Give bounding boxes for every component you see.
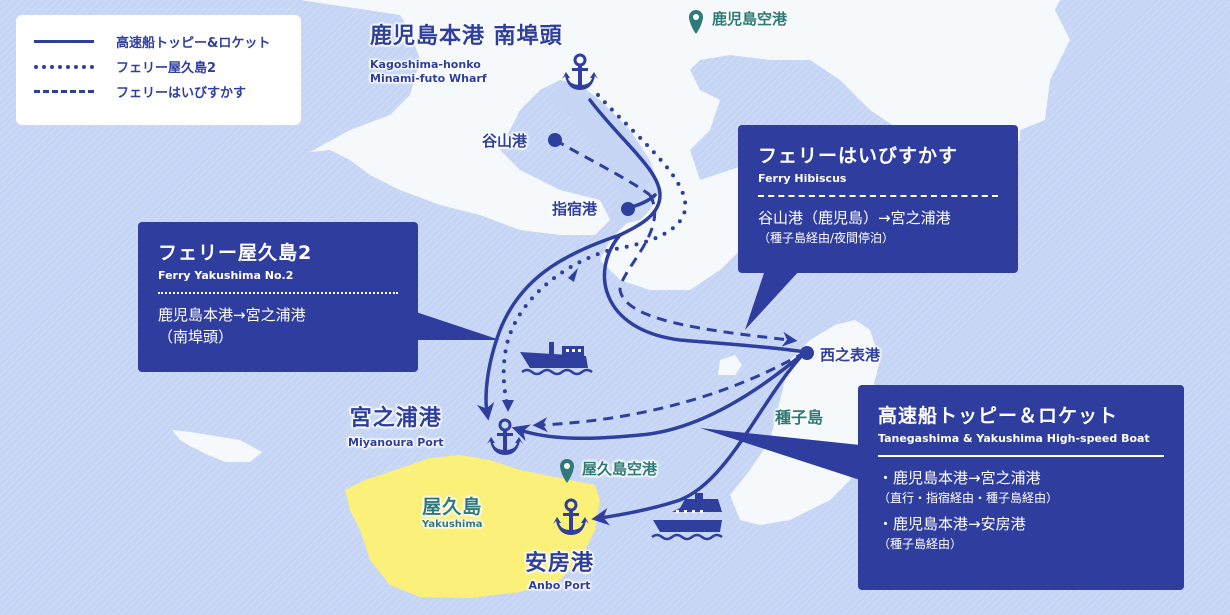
legend-item-highspeed: 高速船トッピー&ロケット	[34, 29, 301, 54]
legend-label: フェリーはいびすかす	[116, 86, 247, 101]
legend-label: 高速船トッピー&ロケット	[116, 36, 271, 51]
legend: 高速船トッピー&ロケット フェリー屋久島2 フェリーはいびすかす	[16, 15, 301, 125]
info-subtitle: Ferry Hibiscus	[758, 172, 847, 185]
info-box-ferry-hibiscus: フェリーはいびすかす Ferry Hibiscus 谷山港（鹿児島）→宮之浦港 …	[738, 125, 1018, 273]
port-name-en: Anbo Port	[528, 579, 591, 592]
port-name: 安房港	[525, 551, 595, 576]
anchor-kagoshima	[562, 53, 598, 90]
port-label-nishinoomote: 西之表港	[820, 346, 881, 364]
island-label-tanegashima: 種子島	[775, 408, 824, 427]
yakushima2-box-pointer	[410, 310, 500, 340]
port-name: 鹿児島本港 南埠頭	[370, 24, 563, 49]
port-name: 宮之浦港	[349, 406, 442, 431]
hibiscus-box-pointer	[745, 270, 800, 330]
solid-line-icon	[34, 40, 94, 43]
cruise-ship-icon	[651, 493, 723, 541]
route-ferry-hibiscus-main	[618, 194, 798, 347]
port-label-taniyama: 谷山港	[482, 132, 528, 150]
info-subtitle: Ferry Yakushima No.2	[158, 269, 294, 282]
route-highspeed-nishinoomote-anbo	[591, 350, 807, 526]
airport-pin-kagoshima	[689, 10, 703, 34]
dashed-line-icon	[34, 90, 94, 93]
dotted-line-icon	[34, 64, 94, 69]
port-name-en: Minami-futo Wharf	[370, 72, 487, 85]
ibusuki-dot	[621, 202, 635, 216]
solid-separator	[878, 455, 1164, 457]
port-label-ibusuki: 指宿港	[552, 200, 598, 218]
legend-label: フェリー屋久島2	[116, 61, 217, 76]
mageshima-land	[718, 355, 742, 375]
info-route: ・鹿児島本港→宮之浦港	[878, 469, 1041, 487]
kyushu-land	[300, 0, 1070, 290]
airport-label-yakushima: 屋久島空港	[582, 460, 658, 478]
info-box-highspeed: 高速船トッピー＆ロケット Tanegashima & Yakushima Hig…	[858, 385, 1184, 590]
kinko-bay	[550, 80, 660, 225]
route-ferry-hibiscus-taniyama	[554, 138, 651, 197]
ferry-yakushima2-arrow-end	[502, 400, 514, 412]
anchor-miyanoura	[487, 418, 523, 455]
info-title: 高速船トッピー＆ロケット	[878, 405, 1119, 427]
port-label-kagoshima: 鹿児島本港 南埠頭 Kagoshima-honko Minami-futo Wh…	[370, 18, 563, 86]
info-subtitle: Tanegashima & Yakushima High-speed Boat	[878, 432, 1150, 445]
island-name: 屋久島	[422, 496, 483, 518]
route-highspeed-nishinoomote-miyanoura	[511, 350, 807, 442]
route-ferry-yakushima2	[501, 93, 688, 410]
ferry-ship-icon	[520, 342, 593, 376]
info-box-ferry-yakushima2: フェリー屋久島2 Ferry Yakushima No.2 鹿児島本港→宮之浦港…	[138, 222, 418, 372]
kuchinoerabujima-land	[172, 430, 262, 462]
info-title: フェリー屋久島2	[158, 242, 313, 264]
port-label-miyanoura: 宮之浦港 Miyanoura Port	[348, 400, 444, 450]
info-note: （直行・指宿経由・種子島経由）	[878, 491, 1059, 505]
yakushima-land	[345, 455, 600, 598]
airport-pin-yakushima	[560, 459, 574, 483]
info-note: （種子島経由）	[878, 537, 963, 551]
port-name-en: Kagoshima-honko	[370, 58, 481, 71]
info-route: 鹿児島本港→宮之浦港	[158, 306, 306, 324]
airport-label-kagoshima: 鹿児島空港	[712, 10, 788, 28]
legend-item-ferry-yakushima2: フェリー屋久島2	[34, 54, 301, 79]
port-label-anbo: 安房港 Anbo Port	[525, 545, 594, 593]
island-label-yakushima: 屋久島 Yakushima	[422, 492, 483, 530]
ferry-yakushima2-arrow	[568, 268, 578, 282]
taniyama-dot	[548, 133, 562, 147]
anchor-anbo	[553, 498, 589, 535]
route-ferry-hibiscus-nishinoomote-miyanoura	[532, 350, 806, 433]
port-name-en: Miyanoura Port	[348, 436, 444, 449]
dashed-separator	[758, 195, 998, 197]
info-route: ・鹿児島本港→安房港	[878, 515, 1026, 533]
route-highspeed-tanegashima	[602, 233, 807, 354]
info-note: （種子島経由/夜間停泊）	[758, 231, 895, 245]
dotted-separator	[158, 292, 398, 294]
highspeed-box-pointer	[700, 428, 860, 480]
nishinoomote-dot	[800, 346, 814, 360]
info-title: フェリーはいびすかす	[758, 145, 959, 167]
info-note: （南埠頭）	[158, 328, 234, 346]
legend-item-ferry-hibiscus: フェリーはいびすかす	[34, 79, 301, 104]
info-route: 谷山港（鹿児島）→宮之浦港	[758, 209, 951, 227]
island-name-en: Yakushima	[422, 519, 483, 530]
